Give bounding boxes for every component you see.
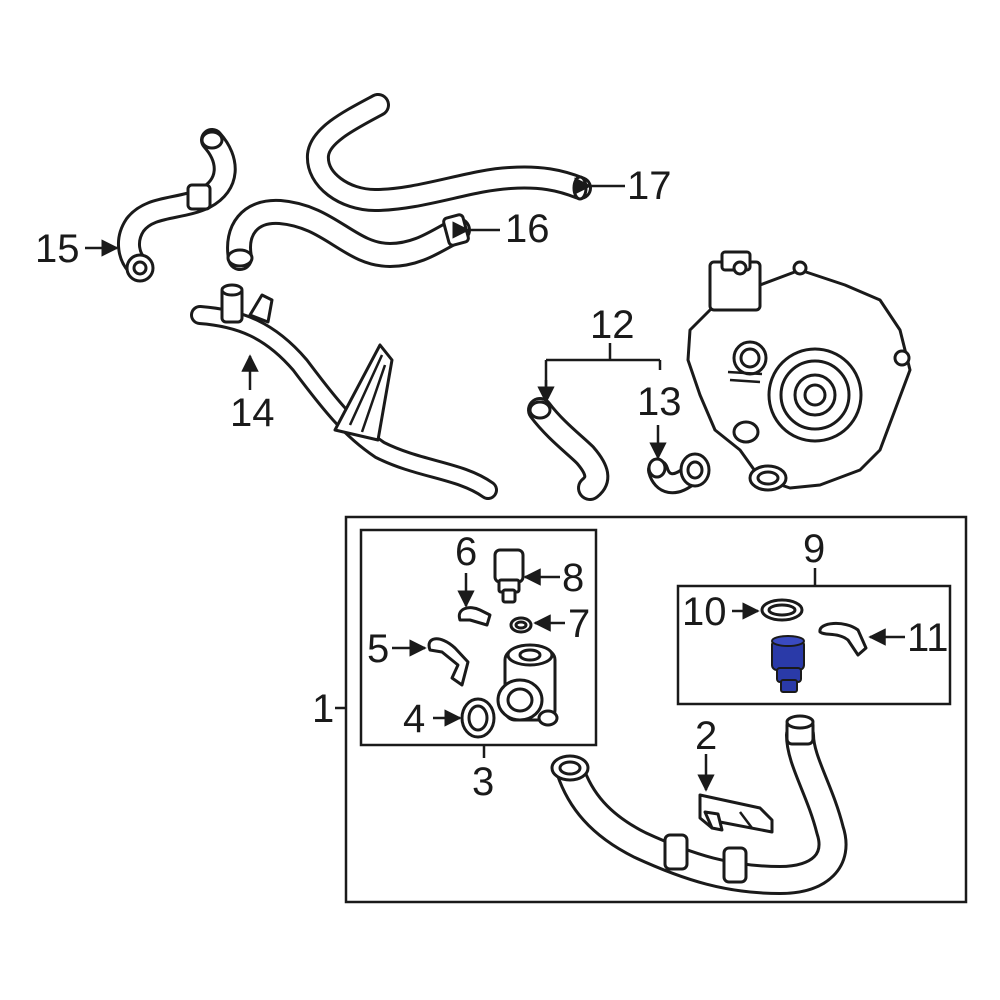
callout-15: 15 xyxy=(35,227,80,271)
callout-3: 3 xyxy=(472,760,494,804)
clip-6[interactable] xyxy=(457,606,492,627)
callout-1: 1 xyxy=(312,687,334,731)
coolant-pipe-assembly[interactable] xyxy=(550,714,848,895)
elbow-13[interactable] xyxy=(647,452,711,495)
callout-2: 2 xyxy=(695,714,717,758)
group-3-frame xyxy=(359,528,598,747)
hose-16[interactable] xyxy=(226,198,471,271)
callout-13: 13 xyxy=(637,380,682,424)
callout-9: 9 xyxy=(803,527,825,571)
group-1-frame xyxy=(344,515,968,904)
callout-16: 16 xyxy=(505,207,550,251)
clip-2[interactable] xyxy=(698,793,774,834)
housing-3[interactable] xyxy=(496,643,559,727)
callout-7: 7 xyxy=(568,602,590,646)
sensor-8[interactable] xyxy=(493,548,525,604)
callout-10: 10 xyxy=(682,590,727,634)
hose-15[interactable] xyxy=(117,128,237,283)
o-ring-7[interactable] xyxy=(509,616,533,634)
callout-6: 6 xyxy=(455,530,477,574)
callout-17: 17 xyxy=(627,164,672,208)
callout-8: 8 xyxy=(562,556,584,600)
thermostat-housing[interactable] xyxy=(686,250,912,492)
o-ring-10[interactable] xyxy=(760,598,804,622)
callout-14: 14 xyxy=(230,391,275,435)
sensor-9-highlight[interactable] xyxy=(771,635,805,693)
bracket-12 xyxy=(544,343,662,398)
callout-11: 11 xyxy=(907,616,949,660)
callout-12: 12 xyxy=(590,303,635,347)
callout-5: 5 xyxy=(367,627,389,671)
clip-5[interactable] xyxy=(427,637,470,687)
clip-11[interactable] xyxy=(818,622,868,657)
o-ring-4[interactable] xyxy=(460,697,496,739)
callout-4: 4 xyxy=(403,697,425,741)
hose-12[interactable] xyxy=(527,397,610,501)
hose-17[interactable] xyxy=(306,93,592,212)
pipe-14[interactable] xyxy=(190,283,498,500)
